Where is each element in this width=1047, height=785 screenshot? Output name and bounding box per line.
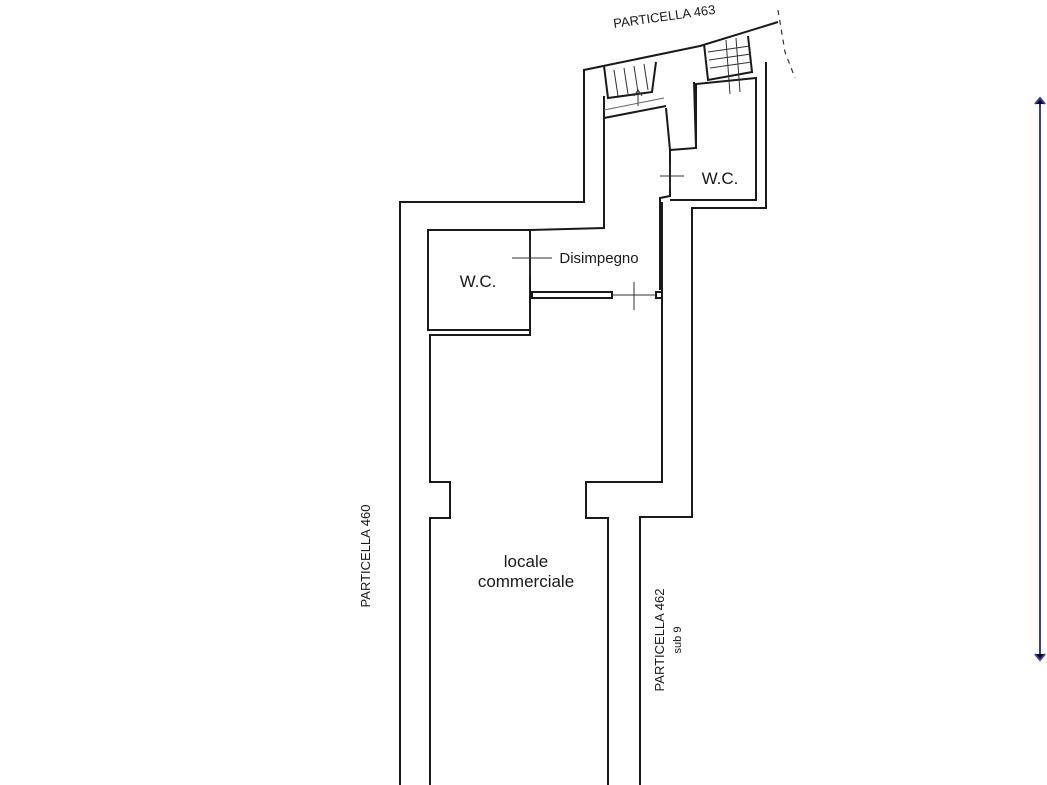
parcel-right-label: PARTICELLA 462 — [652, 589, 667, 692]
parcel-top-label: PARTICELLA 463 — [612, 2, 716, 31]
wc-upper-door — [660, 164, 684, 188]
locale-label-line1: locale — [504, 552, 548, 571]
parcel-left-label: PARTICELLA 460 — [358, 505, 373, 608]
outer-wall — [399, 21, 779, 785]
stair-block — [603, 61, 657, 100]
disimpegno-wall-right — [655, 291, 663, 299]
outer-wall-right — [639, 62, 767, 785]
wc-upper-label: W.C. — [702, 169, 739, 188]
inner-wall-corridor — [529, 96, 605, 231]
disimpegno-wall — [531, 291, 613, 299]
scale-bar-tick-bottom — [1034, 653, 1046, 662]
wc-lower-room — [427, 229, 531, 331]
disimpegno-label: Disimpegno — [559, 250, 638, 267]
stair-rail — [725, 37, 741, 95]
stair-lines-right — [707, 45, 753, 69]
pillar — [665, 81, 698, 152]
parcel-right-sub-label: sub 9 — [672, 627, 684, 654]
locale-label-line2: commerciale — [478, 572, 574, 591]
wc-lower-label: W.C. — [460, 272, 497, 291]
upper-door-leaf — [603, 97, 665, 111]
disimpegno-door — [612, 282, 656, 310]
scale-bar-tick-top — [1034, 96, 1046, 105]
boundary-dashed — [777, 9, 796, 79]
inner-wall-right — [585, 298, 663, 785]
upper-door — [603, 105, 667, 119]
stair-lines — [613, 63, 649, 97]
inner-wall-left — [429, 296, 531, 785]
wc-lower-door — [512, 240, 552, 276]
